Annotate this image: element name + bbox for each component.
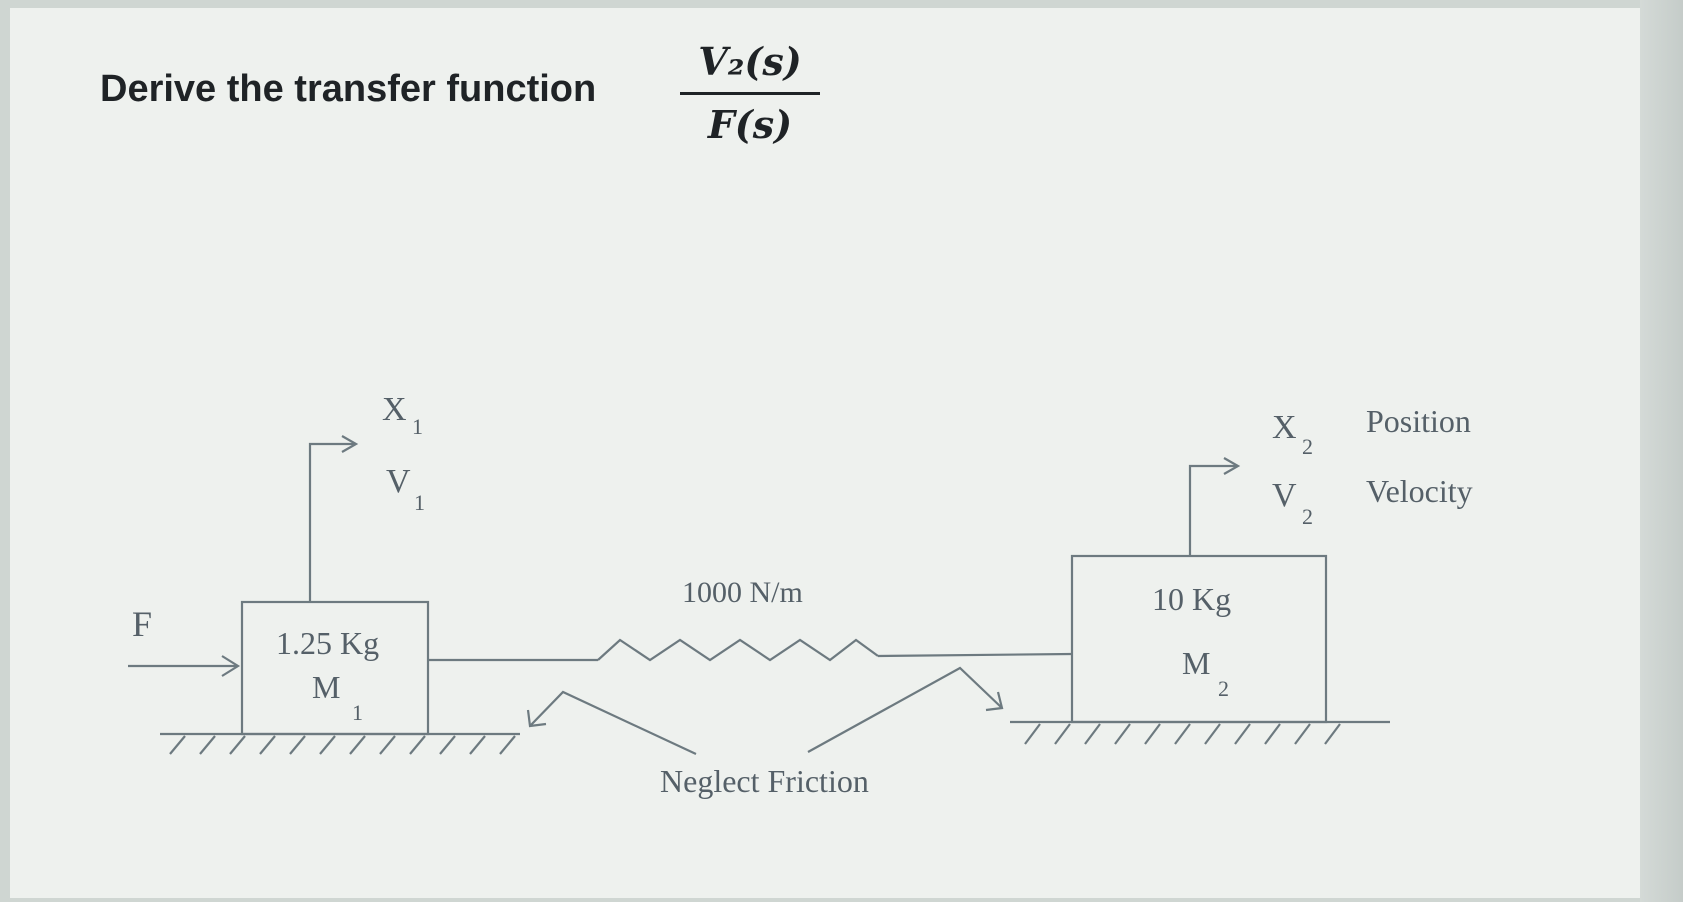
connector-right: [877, 652, 1073, 658]
mass1-value: 1.25 Kg: [276, 625, 379, 661]
mass1-box: [240, 600, 430, 736]
x1-label: X: [382, 391, 407, 428]
v2-subscript: 2: [1302, 504, 1313, 529]
fraction-bar: [680, 92, 820, 95]
v1-label: V: [386, 463, 411, 500]
x1-subscript: 1: [412, 414, 423, 439]
friction-pointer-left: [529, 690, 697, 755]
force-arrowhead: [221, 655, 241, 677]
mass1-arrowhead: [341, 435, 359, 453]
ground-hatch-left: [169, 735, 516, 755]
ground-hatch-right: [1024, 723, 1341, 745]
mass1-subscript: 1: [352, 700, 363, 725]
mass2-direction-arrow: [1188, 464, 1238, 556]
spring-constant-label: 1000 N/m: [682, 576, 803, 609]
mass1-direction-arrow: [308, 442, 356, 602]
screen: Derive the transfer function V₂(s) F(s): [10, 8, 1640, 898]
force-label: F: [132, 604, 152, 644]
screen-bezel: [1640, 0, 1683, 902]
mass2-value: 10 Kg: [1152, 581, 1231, 617]
friction-pointer-right-arrowhead: [985, 691, 1004, 712]
v2-label: V: [1272, 477, 1297, 514]
mass2-box: [1070, 554, 1328, 724]
friction-pointer-right: [807, 666, 1003, 753]
transfer-function-fraction: V₂(s) F(s): [680, 36, 820, 151]
fraction-denominator: F(s): [707, 102, 793, 147]
friction-note: Neglect Friction: [660, 763, 869, 799]
fraction-numerator: V₂(s): [698, 39, 802, 84]
mass1-symbol: M: [312, 669, 340, 705]
friction-pointer-left-arrowhead: [526, 709, 547, 728]
mass-spring-diagram: F 1.25 Kg M 1 10 Kg M 2 1000 N/m X 1 V 1…: [128, 391, 1473, 799]
legend-velocity: Velocity: [1366, 473, 1473, 509]
question-text: Derive the transfer function: [100, 68, 597, 110]
mass2-arrowhead: [1223, 457, 1241, 475]
mass2-subscript: 2: [1218, 676, 1229, 701]
legend-position: Position: [1366, 403, 1471, 439]
mass2-symbol: M: [1182, 645, 1210, 681]
x2-label: X: [1272, 409, 1297, 446]
spring: [597, 638, 879, 662]
x2-subscript: 2: [1302, 434, 1313, 459]
v1-subscript: 1: [414, 490, 425, 515]
